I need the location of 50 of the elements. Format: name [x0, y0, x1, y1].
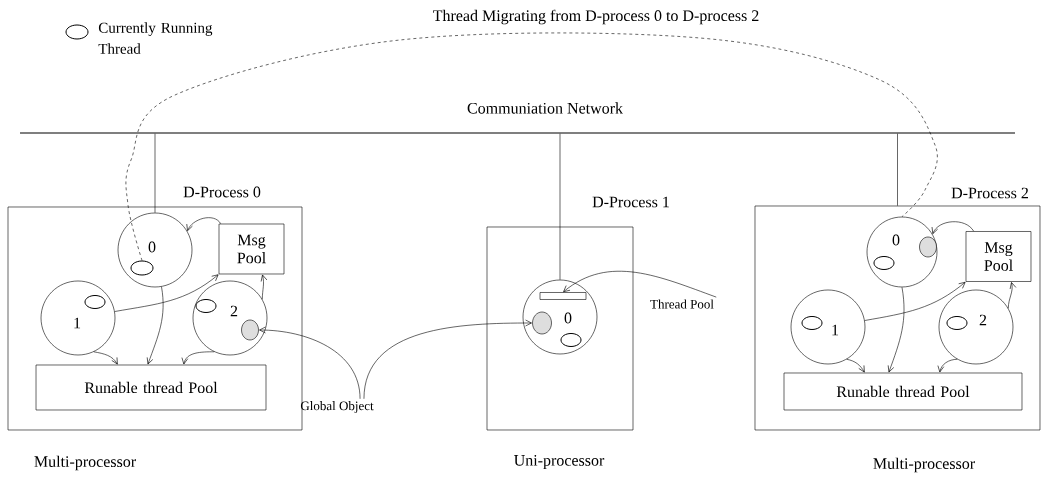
arrow	[931, 221, 974, 234]
object-blob	[532, 311, 552, 335]
thread-ellipse	[946, 316, 968, 330]
thread-ellipse	[195, 299, 217, 313]
processor-caption: Multi-processor	[873, 457, 975, 473]
annotation-text: Thread Pool	[650, 299, 714, 309]
arrow	[864, 281, 966, 321]
legend-text: Currently Running Thread	[98, 22, 213, 54]
connection-line	[897, 133, 898, 206]
process-heading: D-Process 0	[183, 186, 261, 198]
arrow	[1008, 282, 1017, 309]
leader-line	[259, 326, 361, 400]
pool-box: Msg Pool	[965, 231, 1032, 282]
thread-number: 0	[892, 234, 900, 246]
arrow	[186, 217, 221, 231]
thread-ellipse	[84, 295, 106, 309]
arrow	[146, 286, 164, 365]
thread-number: 0	[564, 312, 572, 324]
pool-box: Runable thread Pool	[783, 372, 1023, 411]
thread-number: 0	[148, 241, 156, 253]
leader-line	[363, 319, 532, 400]
thread-number: 2	[979, 314, 987, 326]
thread-number: 1	[832, 324, 839, 336]
process-heading: D-Process 1	[592, 196, 669, 208]
object-blob	[241, 319, 259, 341]
process-heading: D-Process 2	[951, 187, 1028, 199]
connection-line	[154, 133, 156, 213]
arrow	[887, 287, 905, 373]
processor-caption: Multi-processor	[34, 455, 136, 471]
network-label: Communiation Network	[467, 102, 623, 114]
migration-path	[125, 32, 938, 261]
pool-box: Msg Pool	[218, 223, 285, 275]
pool-box: Runable thread Pool	[35, 364, 267, 411]
pool-bar	[539, 292, 587, 300]
thread-ellipse	[560, 333, 582, 347]
arrow	[846, 359, 865, 373]
thread-number: 1	[74, 317, 81, 329]
annotation-text: Global Object	[300, 401, 374, 413]
thread-number: 2	[230, 305, 238, 317]
thread-ellipse	[801, 316, 823, 330]
leader-line	[563, 271, 717, 298]
arrow	[114, 274, 219, 312]
connection-line	[559, 133, 561, 280]
object-blob	[919, 236, 937, 258]
processor-caption: Uni-processor	[514, 455, 605, 469]
arrow	[937, 359, 958, 373]
thread-ellipse	[130, 260, 154, 276]
edge-label: Thread Migrating from D-process 0 to D-process 2	[431, 8, 761, 26]
thread-ellipse	[873, 256, 895, 270]
arrow	[260, 274, 268, 300]
